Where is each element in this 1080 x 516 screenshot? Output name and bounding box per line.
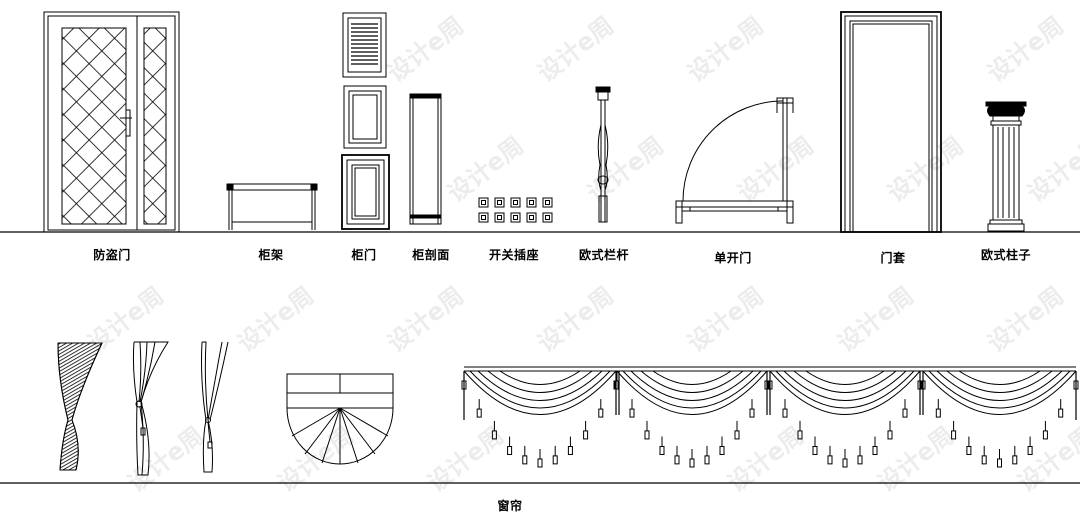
label-cabinet-door: 柜门: [351, 248, 377, 262]
tassel: [476, 408, 482, 418]
valance-tassels: [461, 371, 1079, 468]
curtain-hatched-drawing: [57, 342, 103, 471]
tassel: [719, 446, 725, 456]
tassel: [981, 455, 987, 465]
single-door-drawing: [675, 97, 794, 224]
tassel: [1012, 455, 1018, 465]
label-curtain: 窗帘: [497, 499, 523, 513]
security-door-drawing: [43, 11, 180, 233]
cabinet-door-drawing: [341, 12, 390, 230]
tassel: [997, 458, 1002, 468]
label-security-door: 防盗门: [93, 248, 131, 262]
tassel: [689, 458, 695, 468]
tassel: [782, 408, 788, 418]
tassel: [920, 380, 926, 390]
label-euro-railing: 欧式栏杆: [578, 248, 630, 262]
tassel: [935, 408, 941, 418]
tassel: [1027, 446, 1033, 456]
label-switch-socket: 开关插座: [488, 248, 540, 262]
tassel: [749, 408, 755, 418]
curtain-tied-drawing: [132, 341, 169, 476]
tassel: [764, 380, 770, 390]
label-cabinet-frame: 柜架: [258, 248, 284, 262]
tassel: [614, 380, 620, 390]
switch-socket-drawing: [478, 197, 553, 223]
tassel: [552, 455, 558, 465]
tassel: [491, 430, 497, 440]
roman-shade-drawing: [286, 373, 394, 465]
door-casing-drawing: [840, 11, 942, 233]
cabinet-section-drawing: [409, 93, 442, 225]
tassel: [461, 380, 467, 390]
tassel: [567, 446, 573, 456]
tassel: [659, 446, 665, 456]
tassel: [951, 430, 957, 440]
tassel: [827, 455, 833, 465]
euro-railing-drawing: [595, 86, 611, 223]
label-euro-column: 欧式柱子: [980, 248, 1032, 262]
label-single-door: 单开门: [714, 251, 752, 265]
tassel: [522, 455, 528, 465]
tassel: [857, 455, 863, 465]
tassel: [1073, 380, 1079, 390]
label-cabinet-section: 柜剖面: [412, 248, 450, 262]
tassel: [537, 458, 543, 468]
tassel: [917, 380, 923, 390]
tassel: [598, 408, 604, 418]
tassel: [872, 446, 878, 456]
curtain-side-drawing: [201, 341, 229, 473]
tassel: [734, 430, 740, 440]
tassel: [842, 458, 848, 468]
tassel: [887, 430, 893, 440]
tassel: [674, 455, 680, 465]
tassel: [797, 430, 803, 440]
tassel: [812, 446, 818, 456]
tassel: [902, 408, 908, 418]
tassel: [1058, 408, 1064, 418]
tassel: [704, 455, 710, 465]
tassel: [1042, 430, 1048, 440]
label-door-casing: 门套: [880, 251, 906, 265]
euro-column-drawing: [985, 101, 1027, 232]
cabinet-frame-drawing: [226, 183, 318, 230]
tassel: [629, 408, 635, 418]
tassel: [644, 430, 650, 440]
tassel: [583, 430, 589, 440]
tassel: [767, 380, 773, 390]
tassel: [507, 446, 513, 456]
tassel: [966, 446, 972, 456]
